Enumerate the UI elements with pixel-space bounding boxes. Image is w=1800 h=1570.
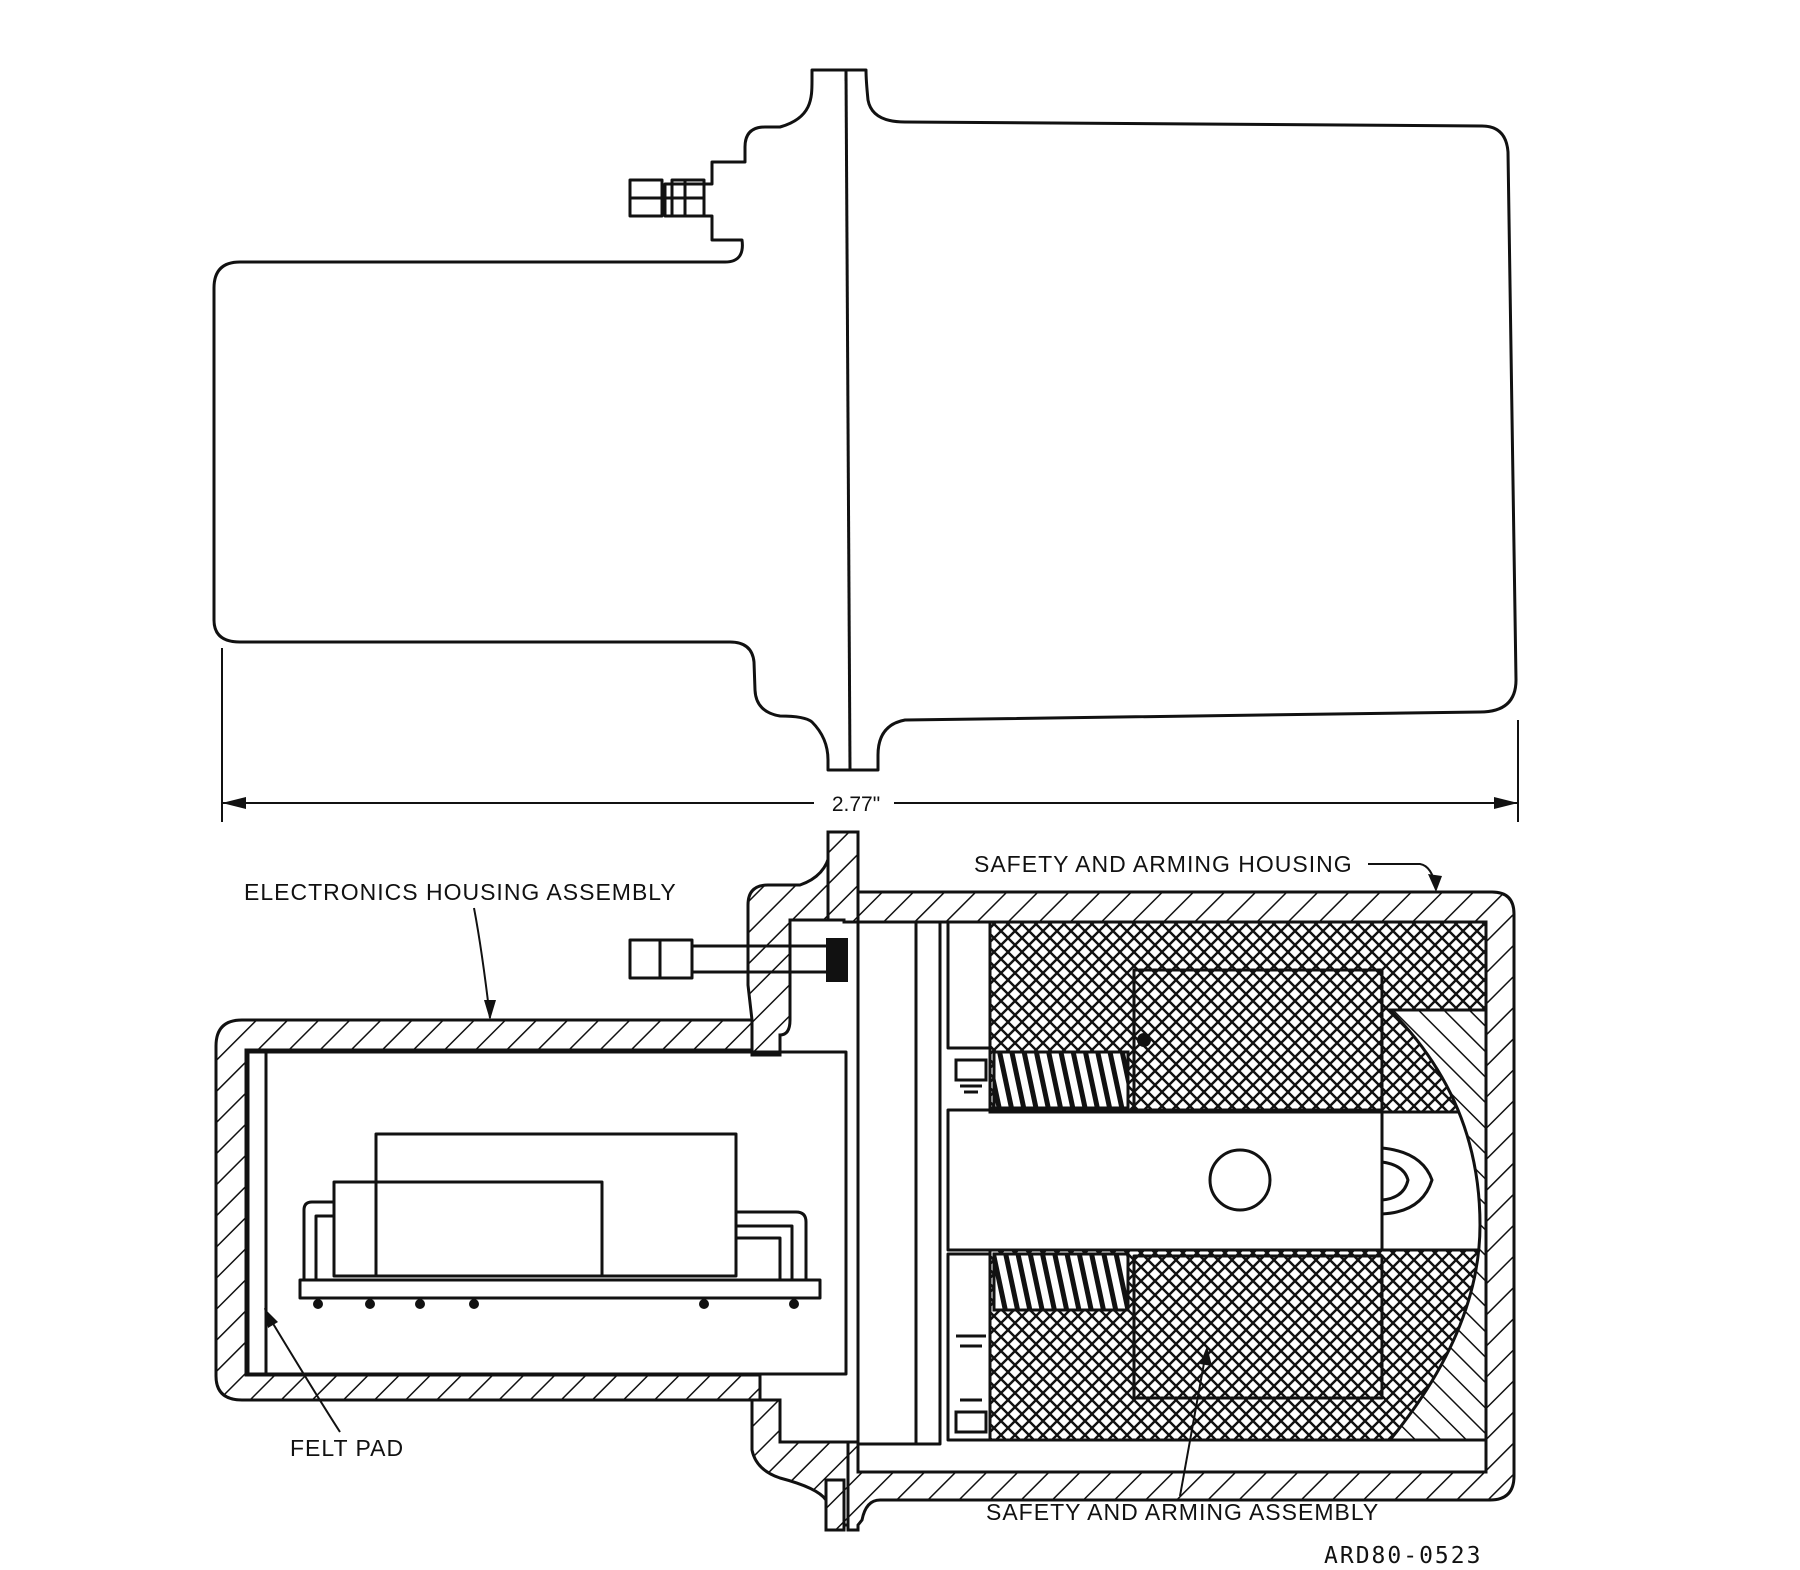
figure-code: ARD80-0523 — [1324, 1543, 1482, 1569]
center-spindle-bottom — [824, 1478, 846, 1532]
label-electronics-housing: ELECTRONICS HOUSING ASSEMBLY — [244, 879, 677, 905]
lower-block — [1132, 1254, 1384, 1400]
center-flange-line — [844, 69, 852, 771]
side-bolt — [628, 938, 848, 982]
label-safety-arming-housing: SAFETY AND ARMING HOUSING — [974, 851, 1353, 877]
separator-plate — [856, 920, 918, 1446]
arc-segment-hatched — [1386, 1008, 1488, 1442]
cross-section-view — [214, 830, 1516, 1532]
lower-gear — [992, 1252, 1130, 1312]
dimension-label: 2.77" — [832, 793, 880, 816]
exterior-view — [212, 68, 1518, 772]
label-felt-pad: FELT PAD — [290, 1435, 404, 1461]
exterior-outline — [212, 68, 1518, 772]
bolt-fitting — [628, 178, 706, 218]
safety-arming-housing-wall — [846, 832, 1516, 1532]
circuit-board — [298, 1132, 822, 1309]
upper-gear — [992, 1050, 1130, 1110]
callouts: ELECTRONICS HOUSING ASSEMBLY SAFETY AND … — [244, 851, 1482, 1569]
label-safety-arming-assembly: SAFETY AND ARMING ASSEMBLY — [986, 1499, 1379, 1525]
dimension-overall-length: 2.77" — [221, 648, 1519, 822]
safety-arming-assembly — [946, 920, 1488, 1442]
center-spindle-top — [826, 830, 860, 924]
separator-plate-2 — [914, 920, 942, 1446]
lower-slider — [946, 1252, 992, 1442]
electronics-housing-wall — [214, 1018, 762, 1402]
rotor-arm — [946, 1108, 1384, 1252]
upper-slider — [946, 920, 992, 1050]
rotor-pivot — [1208, 1148, 1272, 1212]
